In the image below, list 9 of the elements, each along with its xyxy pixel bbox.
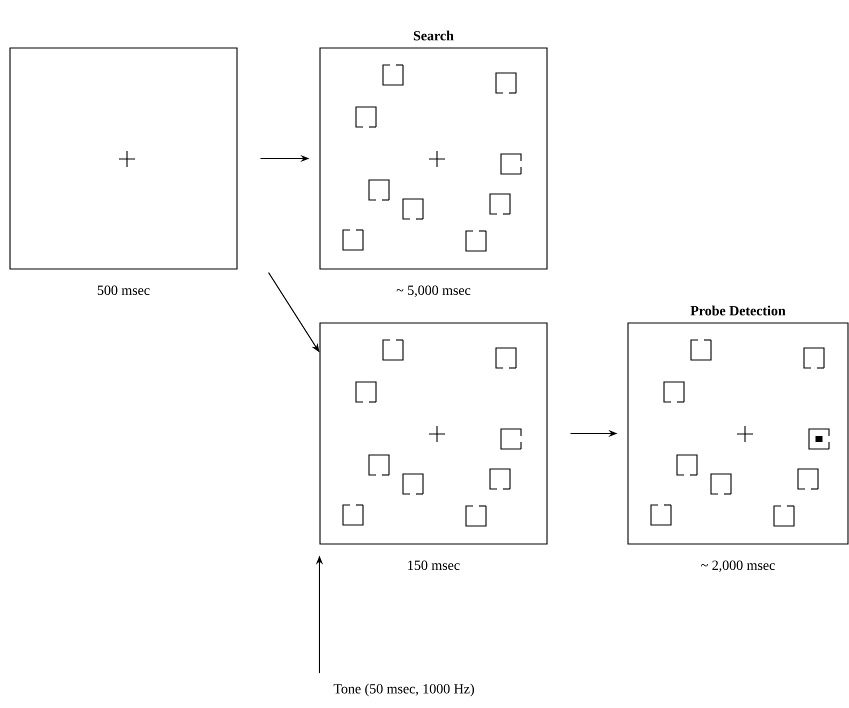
duration-label: ~ 2,000 msec: [701, 560, 775, 572]
panel-heading: Search: [414, 30, 454, 40]
tone-label: Tone (50 msec, 1000 Hz): [334, 684, 474, 696]
duration-label: 500 msec: [98, 286, 150, 295]
duration-label: ~ 5,000 msec: [396, 286, 470, 297]
display-frame: [319, 322, 548, 545]
display-frame: [9, 47, 238, 270]
panel-heading: Probe Detection: [690, 306, 786, 316]
duration-label: 150 msec: [408, 560, 460, 570]
